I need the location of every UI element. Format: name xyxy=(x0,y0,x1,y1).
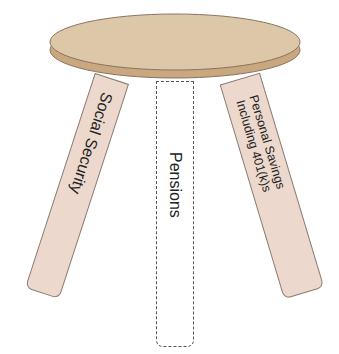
stool-leg: Social Security xyxy=(25,73,129,299)
leg-label: Pensions xyxy=(166,152,184,218)
leg-label: Social Security xyxy=(66,90,115,196)
leg-label: Personal Savings Including 401(k)s xyxy=(230,85,289,203)
dashed-leg: Pensions xyxy=(156,81,194,347)
seat-top xyxy=(50,14,300,70)
stool-leg: Personal Savings Including 401(k)s xyxy=(220,73,325,300)
